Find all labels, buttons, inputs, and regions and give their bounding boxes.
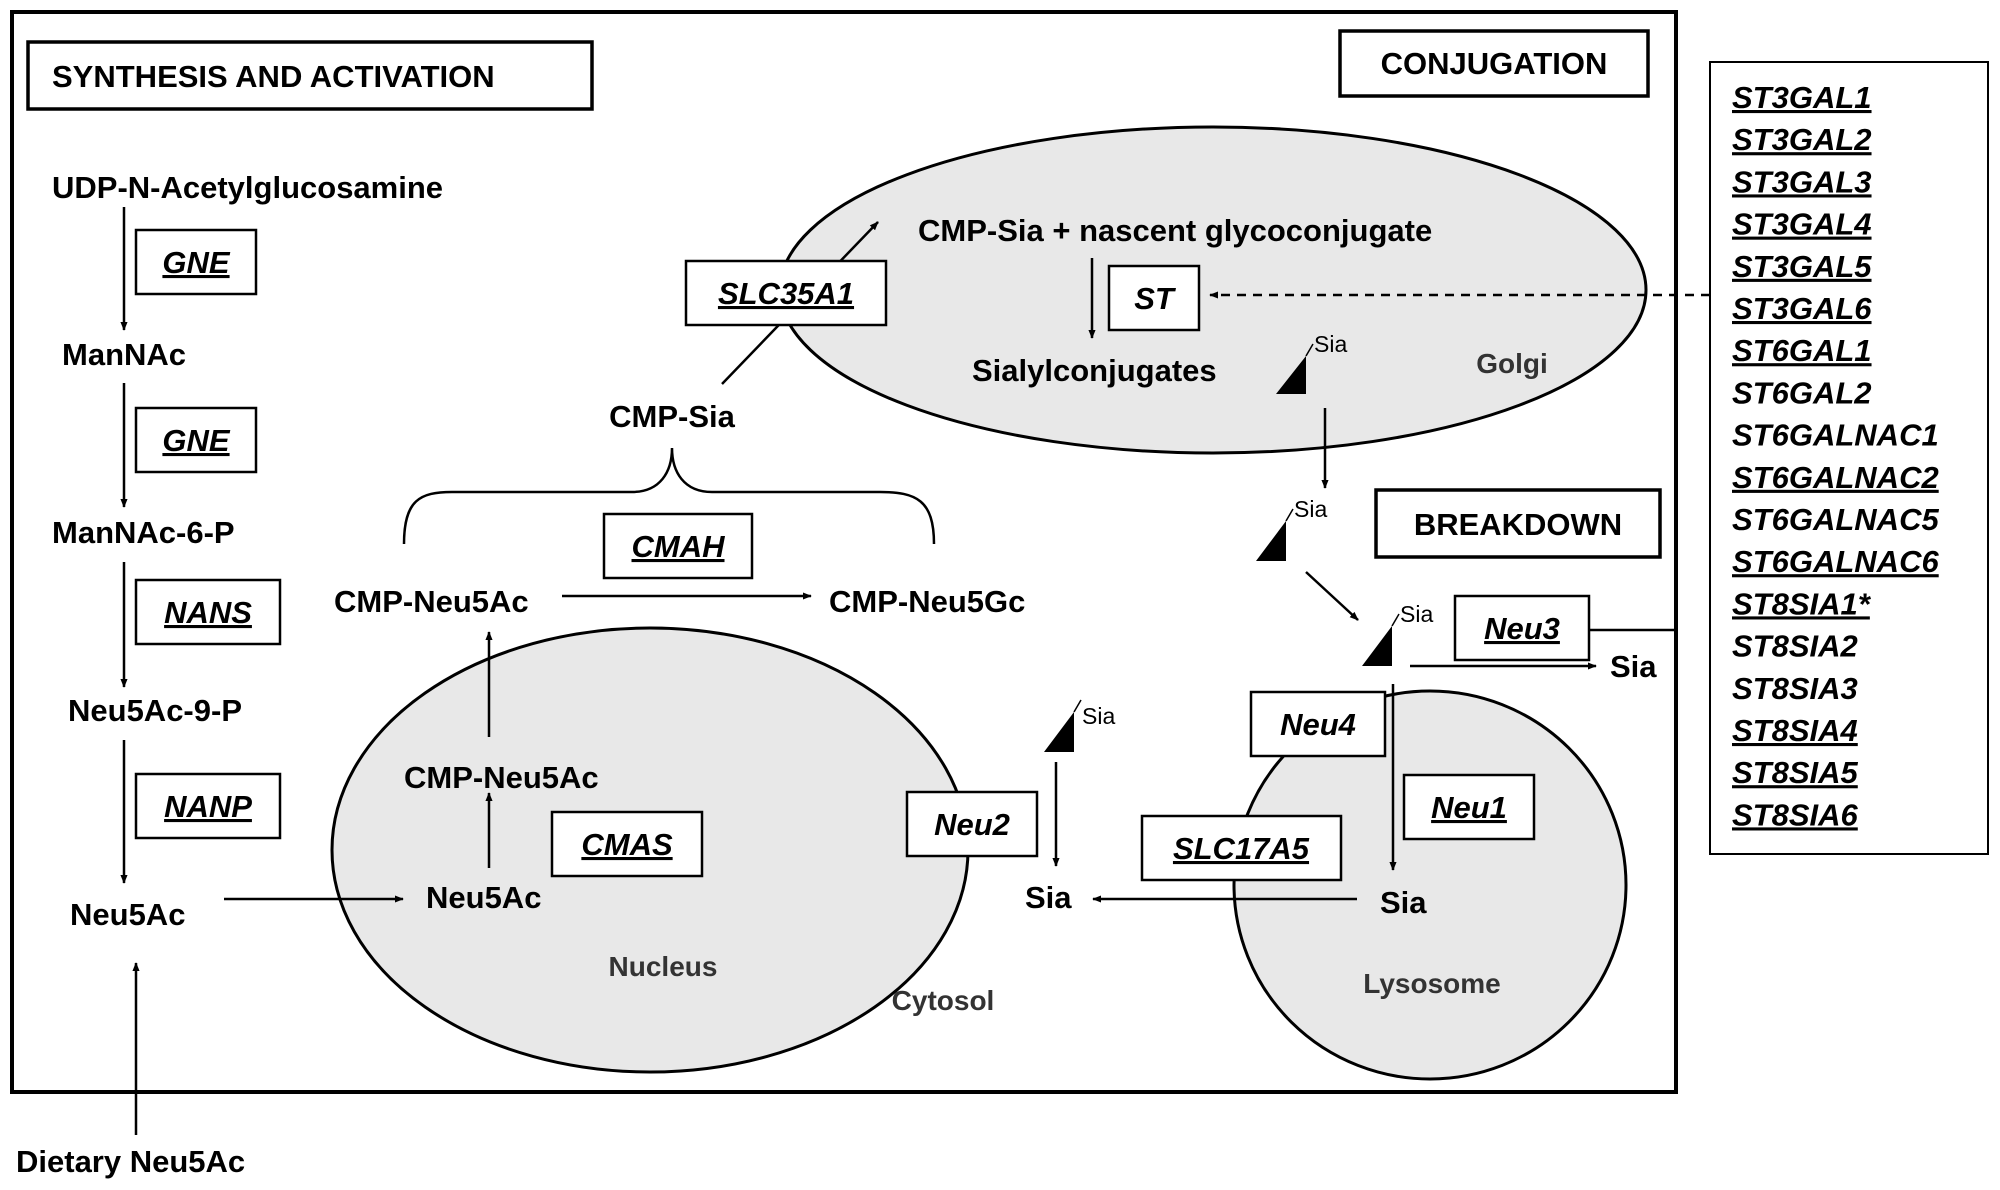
neu3-box bbox=[1453, 594, 1591, 662]
st-gene-item: ST6GALNAC1 bbox=[1732, 418, 1939, 453]
st-gene-item: ST3GAL5 bbox=[1732, 249, 1872, 284]
st-gene-item: ST8SIA2 bbox=[1732, 629, 1858, 664]
sia-tag-mid: Sia bbox=[1294, 496, 1327, 522]
cmas-box bbox=[550, 810, 704, 878]
neu1-enzyme: Neu1 bbox=[1431, 790, 1507, 825]
st-gene-item: ST6GAL1 bbox=[1732, 333, 1872, 368]
synthesis-header-box bbox=[26, 40, 594, 111]
gne-enzyme-1: GNE bbox=[162, 245, 231, 280]
st-gene-list-box bbox=[1709, 61, 1989, 855]
st-gene-list: ST3GAL1ST3GAL2ST3GAL3ST3GAL4ST3GAL5ST3GA… bbox=[1732, 80, 1939, 832]
neu5ac-nucleus-label: Neu5Ac bbox=[426, 880, 541, 915]
udp-glcnac-label: UDP-N-Acetylglucosamine bbox=[52, 170, 443, 205]
sialylconjugate-icon-mid bbox=[1256, 521, 1286, 561]
cmp-neu5gc-label: CMP-Neu5Gc bbox=[829, 584, 1025, 619]
breakdown-header: BREAKDOWN bbox=[1414, 507, 1622, 542]
cmp-neu5ac-nucleus-label: CMP-Neu5Ac bbox=[404, 760, 599, 795]
cmp-sia-label: CMP-Sia bbox=[609, 399, 736, 434]
st-box bbox=[1107, 264, 1201, 332]
nanp-box bbox=[134, 772, 282, 840]
mannac-6p-label: ManNAc-6-P bbox=[52, 515, 235, 550]
sia-bond-golgi bbox=[1305, 343, 1314, 357]
sialylconjugates-label: Sialylconjugates bbox=[972, 353, 1217, 388]
st-gene-item: ST8SIA4 bbox=[1732, 713, 1858, 748]
neu4-enzyme: Neu4 bbox=[1280, 707, 1356, 742]
sia-tag-neu2: Sia bbox=[1082, 703, 1115, 729]
neu2-enzyme: Neu2 bbox=[934, 807, 1010, 842]
nans-enzyme: NANS bbox=[164, 595, 252, 630]
neu1-box bbox=[1402, 773, 1536, 841]
sia-tag-golgi: Sia bbox=[1314, 331, 1347, 357]
st-gene-item: ST8SIA3 bbox=[1732, 671, 1858, 706]
golgi-label: Golgi bbox=[1476, 348, 1548, 379]
dietary-neu5ac-label: Dietary Neu5Ac bbox=[16, 1144, 245, 1179]
synthesis-header: SYNTHESIS AND ACTIVATION bbox=[52, 59, 495, 94]
st-gene-item: ST3GAL2 bbox=[1732, 122, 1872, 157]
cmp-neu5ac-label: CMP-Neu5Ac bbox=[334, 584, 529, 619]
sia-bond-membrane bbox=[1391, 613, 1400, 627]
st-gene-item: ST3GAL1 bbox=[1732, 80, 1872, 115]
golgi-ellipse bbox=[778, 125, 1648, 455]
sialylconjugate-icon-golgi bbox=[1276, 356, 1306, 394]
st-gene-item: ST8SIA1* bbox=[1732, 586, 1872, 621]
st-gene-item: ST3GAL6 bbox=[1732, 291, 1872, 326]
slc17a5-box bbox=[1140, 814, 1343, 882]
neu2-box bbox=[905, 790, 1039, 858]
slc17a5-enzyme: SLC17A5 bbox=[1173, 831, 1310, 866]
cmp-sia-nascent-label: CMP-Sia + nascent glycoconjugate bbox=[918, 213, 1432, 248]
mannac-label: ManNAc bbox=[62, 337, 186, 372]
cmp-sia-brace bbox=[402, 447, 936, 545]
neu3-enzyme: Neu3 bbox=[1484, 611, 1560, 646]
st-gene-item: ST6GALNAC5 bbox=[1732, 502, 1939, 537]
nanp-enzyme: NANP bbox=[164, 789, 252, 824]
sialylconjugate-icon-membrane bbox=[1362, 626, 1392, 666]
st-gene-item: ST3GAL4 bbox=[1732, 207, 1872, 242]
slc35a1-enzyme: SLC35A1 bbox=[718, 276, 854, 311]
slc35a1-box bbox=[684, 259, 888, 327]
neu4-box bbox=[1249, 690, 1387, 758]
gne-box-2 bbox=[134, 406, 258, 474]
neu5ac-9p-label: Neu5Ac-9-P bbox=[68, 693, 242, 728]
sialylconjugate-icon-cytosol bbox=[1044, 712, 1074, 752]
nucleus-label: Nucleus bbox=[609, 951, 718, 982]
sia-bond-cytosol bbox=[1073, 699, 1082, 713]
st-gene-item: ST3GAL3 bbox=[1732, 164, 1872, 199]
st-gene-item: ST8SIA5 bbox=[1732, 755, 1859, 790]
lysosome-label: Lysosome bbox=[1363, 968, 1500, 999]
st-gene-item: ST8SIA6 bbox=[1732, 797, 1859, 832]
cytosol-label: Cytosol bbox=[892, 985, 995, 1016]
gne-enzyme-2: GNE bbox=[162, 423, 231, 458]
st-gene-item: ST6GAL2 bbox=[1732, 375, 1872, 410]
cmas-enzyme: CMAS bbox=[581, 827, 673, 862]
sia-cytosol-label: Sia bbox=[1025, 880, 1072, 915]
arrow-to-membrane bbox=[1305, 571, 1359, 621]
sia-neu3-label: Sia bbox=[1610, 649, 1657, 684]
st-gene-item: ST6GALNAC6 bbox=[1732, 544, 1939, 579]
cell-frame bbox=[10, 10, 1678, 1094]
gne-box-1 bbox=[134, 228, 258, 296]
cmah-enzyme: CMAH bbox=[632, 529, 726, 564]
conjugation-header: CONJUGATION bbox=[1381, 46, 1608, 81]
breakdown-header-box bbox=[1374, 488, 1662, 559]
sia-tag-membrane: Sia bbox=[1400, 601, 1433, 627]
nans-box bbox=[134, 578, 282, 646]
st-gene-item: ST6GALNAC2 bbox=[1732, 460, 1939, 495]
cmah-box bbox=[602, 512, 754, 580]
sia-bond-mid bbox=[1285, 508, 1294, 522]
conjugation-header-box bbox=[1338, 29, 1650, 98]
sia-lysosome-label: Sia bbox=[1380, 885, 1427, 920]
st-enzyme: ST bbox=[1134, 281, 1177, 316]
neu5ac-left-label: Neu5Ac bbox=[70, 897, 185, 932]
